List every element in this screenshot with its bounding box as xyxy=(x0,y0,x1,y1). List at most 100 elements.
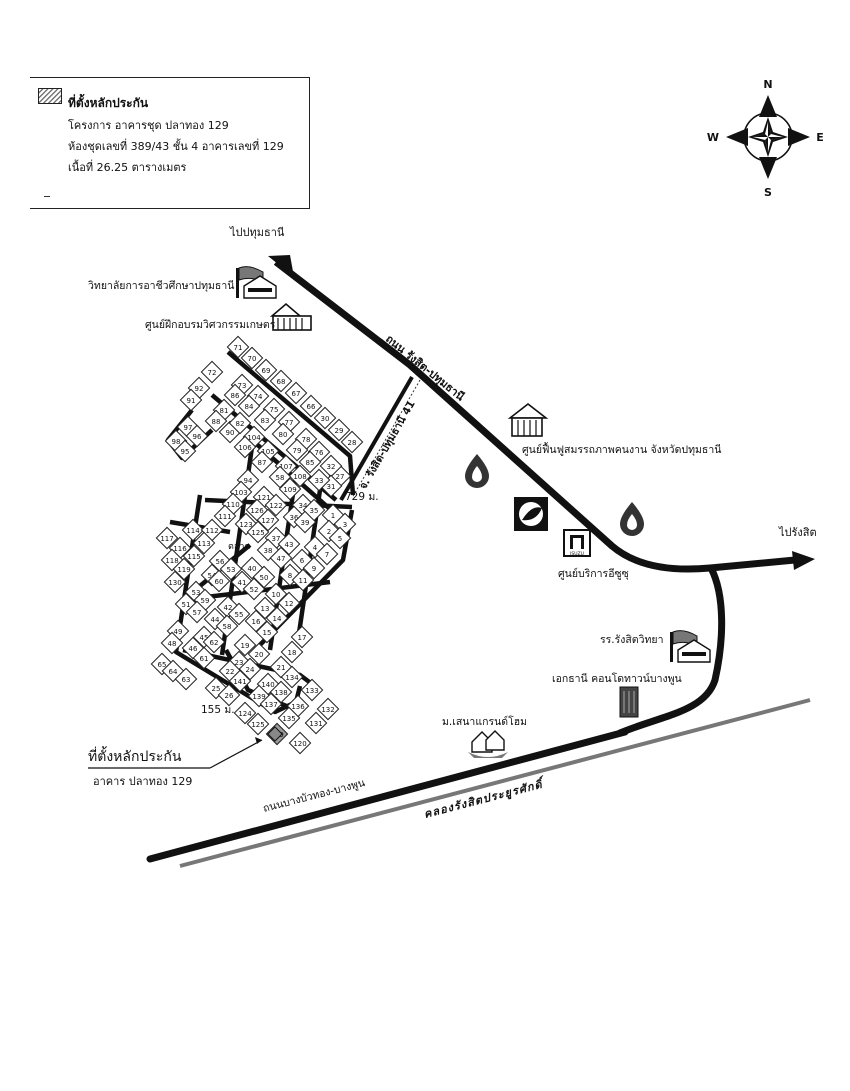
lot-box: 87 xyxy=(250,450,274,474)
svg-text:138: 138 xyxy=(274,689,287,697)
svg-text:47: 47 xyxy=(277,555,286,563)
lot-box: 83 xyxy=(253,408,277,432)
svg-text:36: 36 xyxy=(290,514,299,522)
collateral-sublabel: อาคาร ปลาทอง 129 xyxy=(93,775,192,788)
lot-box: 85 xyxy=(298,450,322,474)
svg-text:31: 31 xyxy=(327,483,336,491)
petroleum-logo-icon xyxy=(514,497,548,531)
road-bangbuathong-label: ถนนบางบัวทอง-บางพูน xyxy=(262,777,367,815)
svg-text:96: 96 xyxy=(193,433,202,441)
svg-text:136: 136 xyxy=(291,703,305,711)
svg-text:119: 119 xyxy=(177,566,190,574)
collateral-label: ที่ตั้งหลักประกัน xyxy=(88,746,182,765)
training-center-icon xyxy=(269,302,312,331)
svg-text:133: 133 xyxy=(305,687,318,695)
lot-box: 58 xyxy=(268,465,292,489)
svg-text:67: 67 xyxy=(292,390,301,398)
lot-box: 138 xyxy=(269,680,293,704)
compass-s: S xyxy=(764,186,772,199)
svg-text:30: 30 xyxy=(321,415,330,423)
svg-text:39: 39 xyxy=(301,519,310,527)
svg-text:125: 125 xyxy=(251,529,264,537)
svg-text:23: 23 xyxy=(235,659,244,667)
svg-text:140: 140 xyxy=(261,681,274,689)
svg-text:106: 106 xyxy=(238,444,252,452)
svg-text:60: 60 xyxy=(215,578,224,586)
road-branch-south xyxy=(616,564,726,737)
lot-box: 5 xyxy=(328,526,352,550)
lot-box: 67 xyxy=(284,381,308,405)
compass-e: E xyxy=(816,131,824,144)
svg-text:91: 91 xyxy=(187,397,196,405)
lot-box: 115 xyxy=(182,544,206,568)
svg-text:111: 111 xyxy=(218,513,231,521)
svg-text:52: 52 xyxy=(250,586,259,594)
svg-text:72: 72 xyxy=(208,369,217,377)
to-pathum-label: ไปปทุมธานี xyxy=(229,226,285,239)
svg-text:55: 55 xyxy=(235,611,244,619)
svg-text:65: 65 xyxy=(158,661,167,669)
svg-text:20: 20 xyxy=(255,651,264,659)
svg-text:141: 141 xyxy=(233,678,246,686)
svg-text:103: 103 xyxy=(234,489,247,497)
lot-box: 125 xyxy=(246,712,270,736)
gas-station-icon xyxy=(620,502,644,536)
svg-text:61: 61 xyxy=(200,655,209,663)
lot-box: 133 xyxy=(300,678,324,702)
lot-box: 109 xyxy=(278,477,302,501)
svg-text:86: 86 xyxy=(231,392,240,400)
lot-box: 58 xyxy=(215,614,239,638)
svg-text:85: 85 xyxy=(306,459,315,467)
lot-box: 7 xyxy=(315,542,339,566)
svg-text:105: 105 xyxy=(261,448,274,456)
isuzu-icon: ISUZU xyxy=(563,529,591,557)
svg-text:115: 115 xyxy=(187,553,200,561)
svg-text:126: 126 xyxy=(250,507,264,515)
lot-box: 120 xyxy=(288,731,312,755)
lot-box: 15 xyxy=(255,620,279,644)
village-lots: 7170696867663029287273747577787627323192… xyxy=(150,335,364,755)
lot-box: 55 xyxy=(227,602,251,626)
svg-text:87: 87 xyxy=(258,459,267,467)
svg-text:127: 127 xyxy=(261,517,274,525)
lot-box: 52 xyxy=(242,577,266,601)
svg-text:107: 107 xyxy=(279,463,292,471)
svg-text:81: 81 xyxy=(220,407,229,415)
svg-text:1: 1 xyxy=(331,512,335,520)
lot-box: 130 xyxy=(163,570,187,594)
svg-text:33: 33 xyxy=(315,477,324,485)
lot-box: 70 xyxy=(240,346,264,370)
lot-box: 16 xyxy=(244,609,268,633)
distance-729: 729 ม. xyxy=(345,491,379,503)
road-bangbuathong xyxy=(146,728,629,863)
isuzu-label: ศูนย์บริการอีซูซุ xyxy=(558,567,629,580)
road-rangsit-pathum xyxy=(268,255,815,573)
lot-box: 29 xyxy=(327,418,351,442)
compass-n: N xyxy=(763,78,772,91)
lot-box: 125 xyxy=(246,520,270,544)
svg-text:104: 104 xyxy=(247,434,261,442)
lot-box: 119 xyxy=(172,557,196,581)
svg-text:58: 58 xyxy=(276,474,285,482)
svg-text:45: 45 xyxy=(200,634,209,642)
svg-text:32: 32 xyxy=(327,463,336,471)
svg-text:84: 84 xyxy=(245,403,254,411)
svg-text:120: 120 xyxy=(293,740,306,748)
lot-box: 106 xyxy=(233,435,257,459)
lot-box: 135 xyxy=(277,706,301,730)
legend-dash xyxy=(44,196,50,197)
svg-text:35: 35 xyxy=(310,507,319,515)
lot-box: 69 xyxy=(254,358,278,382)
lot-box: 72 xyxy=(200,360,224,384)
lot-box: 30 xyxy=(313,406,337,430)
svg-text:24: 24 xyxy=(246,666,255,674)
lot-box: 53 xyxy=(219,557,243,581)
svg-text:59: 59 xyxy=(201,597,210,605)
lot-box: 48 xyxy=(160,631,184,655)
svg-text:123: 123 xyxy=(239,521,252,529)
lot-box: 111 xyxy=(213,504,237,528)
lot-box: 134 xyxy=(280,665,304,689)
lot-box: 43 xyxy=(277,532,301,556)
lot-box: 11 xyxy=(291,568,315,592)
